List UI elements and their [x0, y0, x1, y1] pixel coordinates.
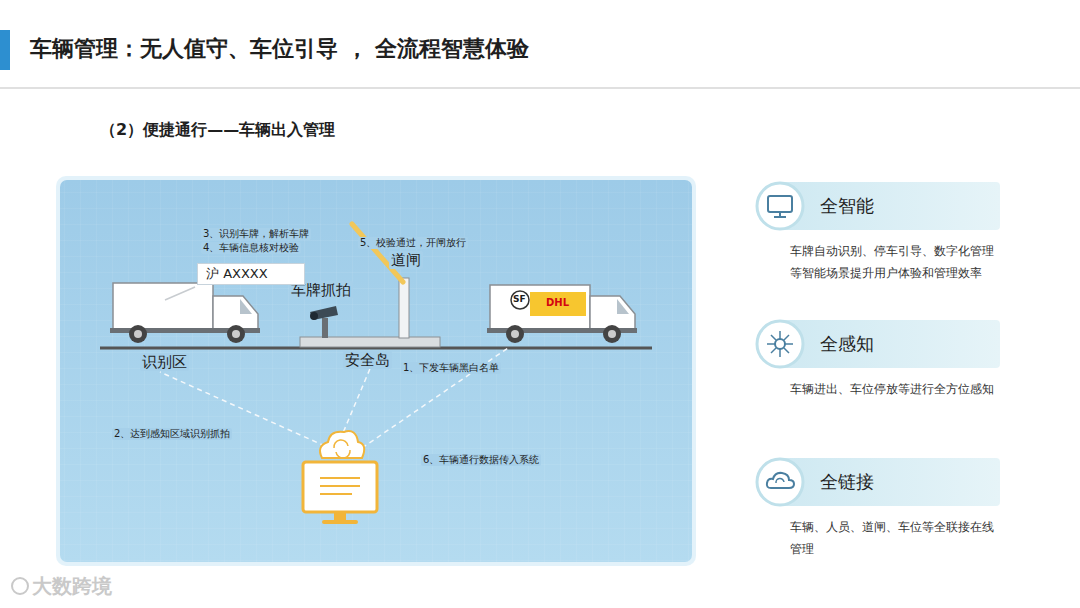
feature-heading: 全智能	[820, 182, 874, 230]
feature-band: 全感知车辆进出、车位停放等进行全方位感知	[782, 320, 1000, 368]
part-label: 道闸	[389, 251, 423, 269]
feature-description: 车辆、人员、道闸、车位等全联接在线管理	[790, 516, 1002, 560]
part-label: 识别区	[140, 353, 189, 371]
step-note: 3、识别车牌，解析车牌	[201, 228, 311, 240]
page-title: 车辆管理：无人值守、车位引导 ， 全流程智慧体验	[30, 34, 529, 64]
plate-number: 沪 AXXXX	[206, 265, 296, 283]
plate-box: 沪 AXXXX	[197, 263, 305, 285]
logo-text: SF	[513, 294, 526, 305]
feature-description: 车牌自动识别、停车引导、数字化管理等智能场景提升用户体验和管理效率	[790, 240, 1002, 284]
step-note: 1、下发车辆黑白名单	[401, 362, 501, 374]
feature-icon	[755, 319, 805, 369]
feature-heading: 全链接	[820, 458, 874, 506]
feature-heading: 全感知	[820, 320, 874, 368]
section-heading: （2）便捷通行——车辆出入管理	[100, 120, 335, 139]
feature-band: 全智能车牌自动识别、停车引导、数字化管理等智能场景提升用户体验和管理效率	[782, 182, 1000, 230]
logo-text: DHL	[546, 297, 569, 309]
feature-icon	[755, 457, 805, 507]
step-note: 5、校验通过，开闸放行	[358, 237, 468, 249]
step-note: 6、车辆通行数据传入系统	[421, 454, 541, 466]
watermark: 大数跨境	[32, 574, 112, 598]
step-note: 2、达到感知区域识别抓拍	[112, 428, 232, 440]
step-note: 4、车辆信息核对校验	[201, 242, 301, 254]
feature-band: 全链接车辆、人员、道闸、车位等全联接在线管理	[782, 458, 1000, 506]
part-label: 安全岛	[343, 351, 392, 369]
feature-description: 车辆进出、车位停放等进行全方位感知	[790, 378, 1002, 400]
feature-icon	[755, 181, 805, 231]
